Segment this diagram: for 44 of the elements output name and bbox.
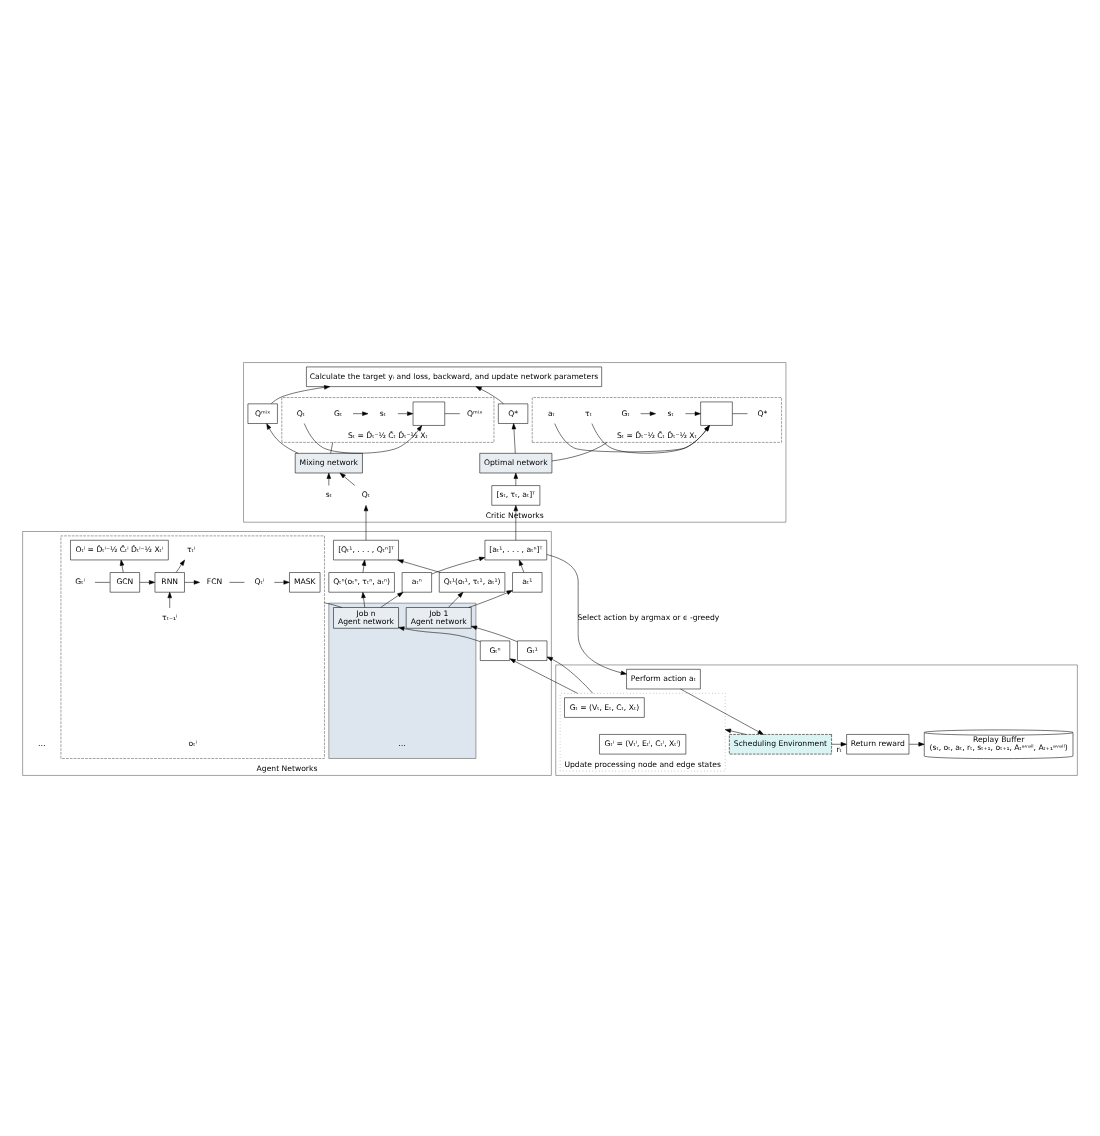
- arrow: [509, 657, 578, 693]
- arrow: [448, 591, 464, 607]
- arrow: [680, 687, 764, 734]
- arrow: [304, 422, 423, 453]
- arrow: [831, 741, 847, 746]
- arrow: [546, 553, 627, 674]
- arrow: [475, 385, 504, 403]
- arrow: [397, 558, 441, 572]
- connector: [324, 601, 343, 607]
- node-box: [412, 400, 446, 425]
- arrow: [339, 471, 356, 485]
- arrow: [361, 591, 366, 607]
- arrow: [908, 741, 925, 746]
- arrow: [326, 471, 331, 485]
- arrow: [513, 471, 518, 485]
- arrow: [352, 410, 369, 415]
- arrow: [139, 579, 155, 584]
- arrow: [724, 727, 746, 734]
- arrow: [167, 591, 172, 608]
- arrow: [361, 558, 367, 572]
- arrow: [431, 555, 486, 574]
- arrow: [175, 558, 185, 572]
- arrow: [685, 410, 701, 415]
- arrow: [471, 624, 518, 642]
- connector: [330, 441, 333, 453]
- arrow: [274, 579, 290, 584]
- arrow: [546, 655, 594, 693]
- arrow: [397, 410, 414, 415]
- arrow: [640, 410, 656, 415]
- arrow: [519, 558, 525, 572]
- arrow: [511, 422, 517, 453]
- arrow: [513, 504, 518, 540]
- arrow: [266, 422, 299, 453]
- arrow: [591, 422, 710, 453]
- arrow: [363, 504, 369, 540]
- node-box: [700, 400, 733, 425]
- arrow: [468, 589, 513, 607]
- arrow: [119, 558, 125, 572]
- arrow: [380, 591, 404, 607]
- arrow: [554, 422, 710, 452]
- connector: [551, 441, 608, 461]
- arrow: [398, 625, 481, 641]
- arrow: [270, 384, 331, 403]
- arrow: [184, 579, 200, 584]
